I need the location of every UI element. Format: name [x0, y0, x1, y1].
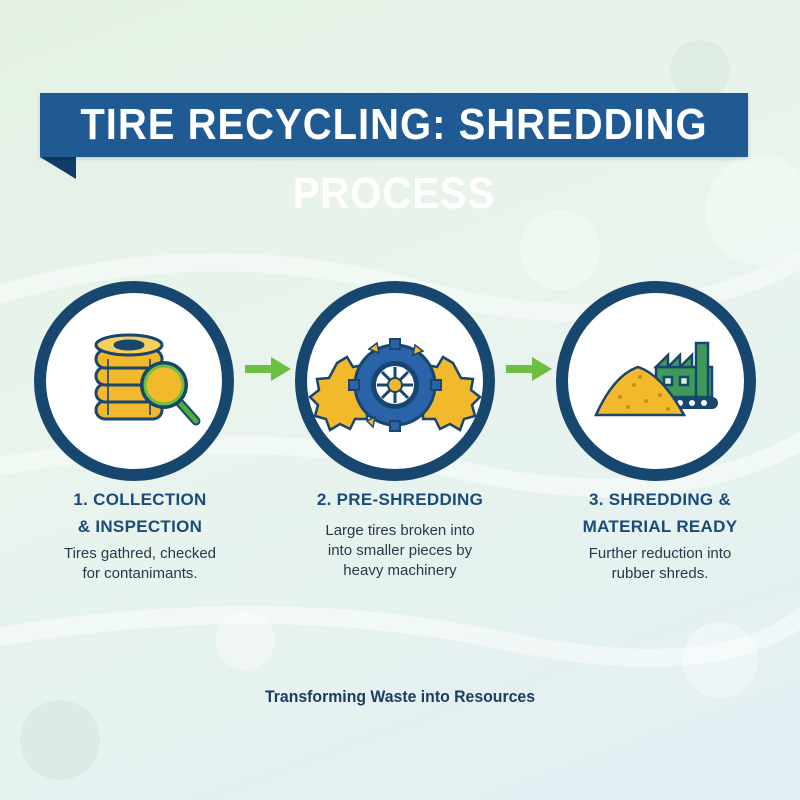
title-banner: TIRE RECYCLING: SHREDDING PROCESS — [40, 93, 748, 218]
shredder-gears-icon — [308, 338, 482, 432]
step-1-title: 1. COLLECTION & INSPECTION — [73, 490, 207, 536]
step-1-description: Tires gathred, checked for contanimants. — [63, 545, 217, 582]
tire-stack-magnifier-icon — [94, 333, 201, 426]
banner-fold — [40, 157, 76, 179]
footer-tagline: Transforming Waste into Resources — [264, 687, 535, 706]
step-2-circle — [295, 281, 495, 481]
step-2-description: Large tires broken into into smaller pie… — [325, 522, 475, 579]
step-2-title: 2. PRE-SHREDDING — [316, 490, 484, 509]
arrow-right-icon — [245, 357, 291, 381]
arrow-right-icon — [506, 357, 552, 381]
step-3-title: 3. SHREDDING & MATERIAL READY — [582, 490, 738, 536]
rubber-pile-factory-icon — [594, 341, 718, 417]
page-title: TIRE RECYCLING: SHREDDING PROCESS — [80, 101, 708, 218]
step-3-circle — [556, 281, 756, 481]
step-3-description: Further reduction into rubber shreds. — [588, 545, 732, 582]
step-1-circle — [34, 281, 234, 481]
